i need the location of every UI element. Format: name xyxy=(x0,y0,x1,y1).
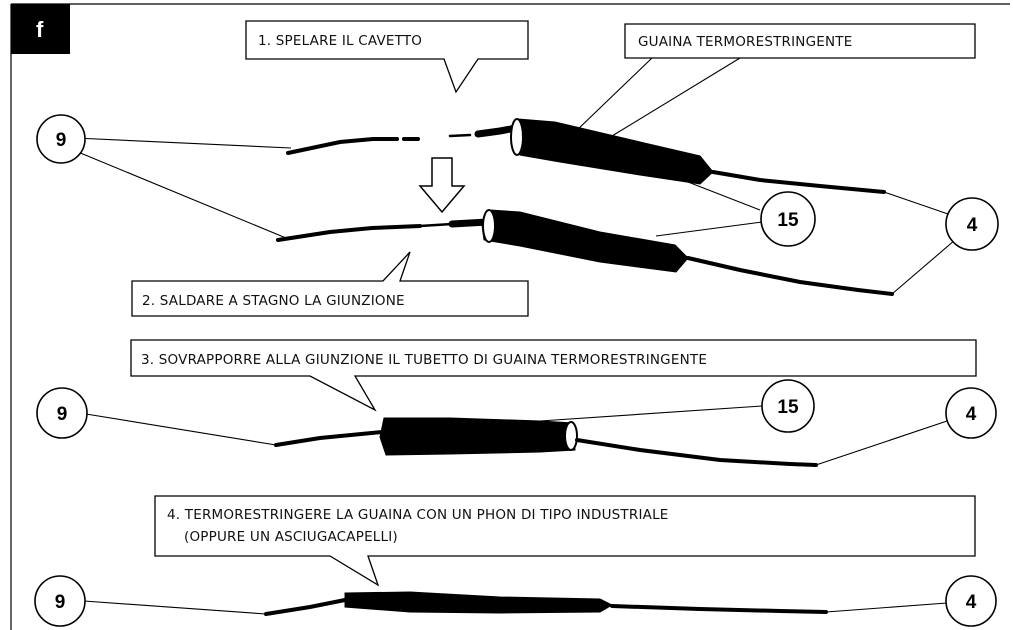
row1-cable xyxy=(286,118,886,194)
svg-text:9: 9 xyxy=(55,592,66,613)
callout-9-row3: 9 xyxy=(36,387,277,446)
step2-callout: 2. SALDARE A STAGNO LA GIUNZIONE xyxy=(131,251,529,317)
callout-15-row3: 15 xyxy=(539,379,815,433)
row2-cable xyxy=(276,209,894,296)
svg-text:4: 4 xyxy=(966,592,977,613)
svg-text:4: 4 xyxy=(967,215,978,236)
panel-tag-box xyxy=(11,4,70,54)
callout-4-row3: 4 xyxy=(815,387,997,466)
svg-text:4. TERMORESTRINGERE LA GUAINA: 4. TERMORESTRINGERE LA GUAINA CON UN PHO… xyxy=(167,507,669,523)
row3-cable xyxy=(274,417,818,467)
svg-text:15: 15 xyxy=(777,397,799,418)
svg-text:(OPPURE UN ASCIUGACAPELLI): (OPPURE UN ASCIUGACAPELLI) xyxy=(184,529,398,545)
svg-text:2. SALDARE A STAGNO LA GIUNZIO: 2. SALDARE A STAGNO LA GIUNZIONE xyxy=(142,293,405,309)
svg-text:4: 4 xyxy=(966,404,977,425)
callout-9-row4: 9 xyxy=(34,575,267,627)
svg-text:3. SOVRAPPORRE ALLA GIUNZIONE: 3. SOVRAPPORRE ALLA GIUNZIONE IL TUBETTO… xyxy=(141,352,707,368)
callout-4-row2: 4 xyxy=(883,191,999,295)
sheath-callout: GUAINA TERMORESTRINGENTE xyxy=(574,23,976,137)
down-arrow xyxy=(418,157,466,214)
row4-cable xyxy=(264,591,828,616)
svg-text:9: 9 xyxy=(56,130,67,151)
callout-15-row2: 15 xyxy=(655,181,816,247)
callout-9-row1: 9 xyxy=(36,114,292,239)
callout-4-row4: 4 xyxy=(825,575,997,627)
svg-text:15: 15 xyxy=(777,210,799,231)
step4-callout: 4. TERMORESTRINGERE LA GUAINA CON UN PHO… xyxy=(154,495,976,587)
svg-text:9: 9 xyxy=(57,404,68,425)
panel-tag: f xyxy=(36,17,44,42)
step3-callout: 3. SOVRAPPORRE ALLA GIUNZIONE IL TUBETTO… xyxy=(130,339,977,412)
svg-text:GUAINA TERMORESTRINGENTE: GUAINA TERMORESTRINGENTE xyxy=(638,34,852,50)
svg-text:1. SPELARE IL CAVETTO: 1. SPELARE IL CAVETTO xyxy=(258,33,422,49)
step1-callout: 1. SPELARE IL CAVETTO xyxy=(245,20,529,94)
